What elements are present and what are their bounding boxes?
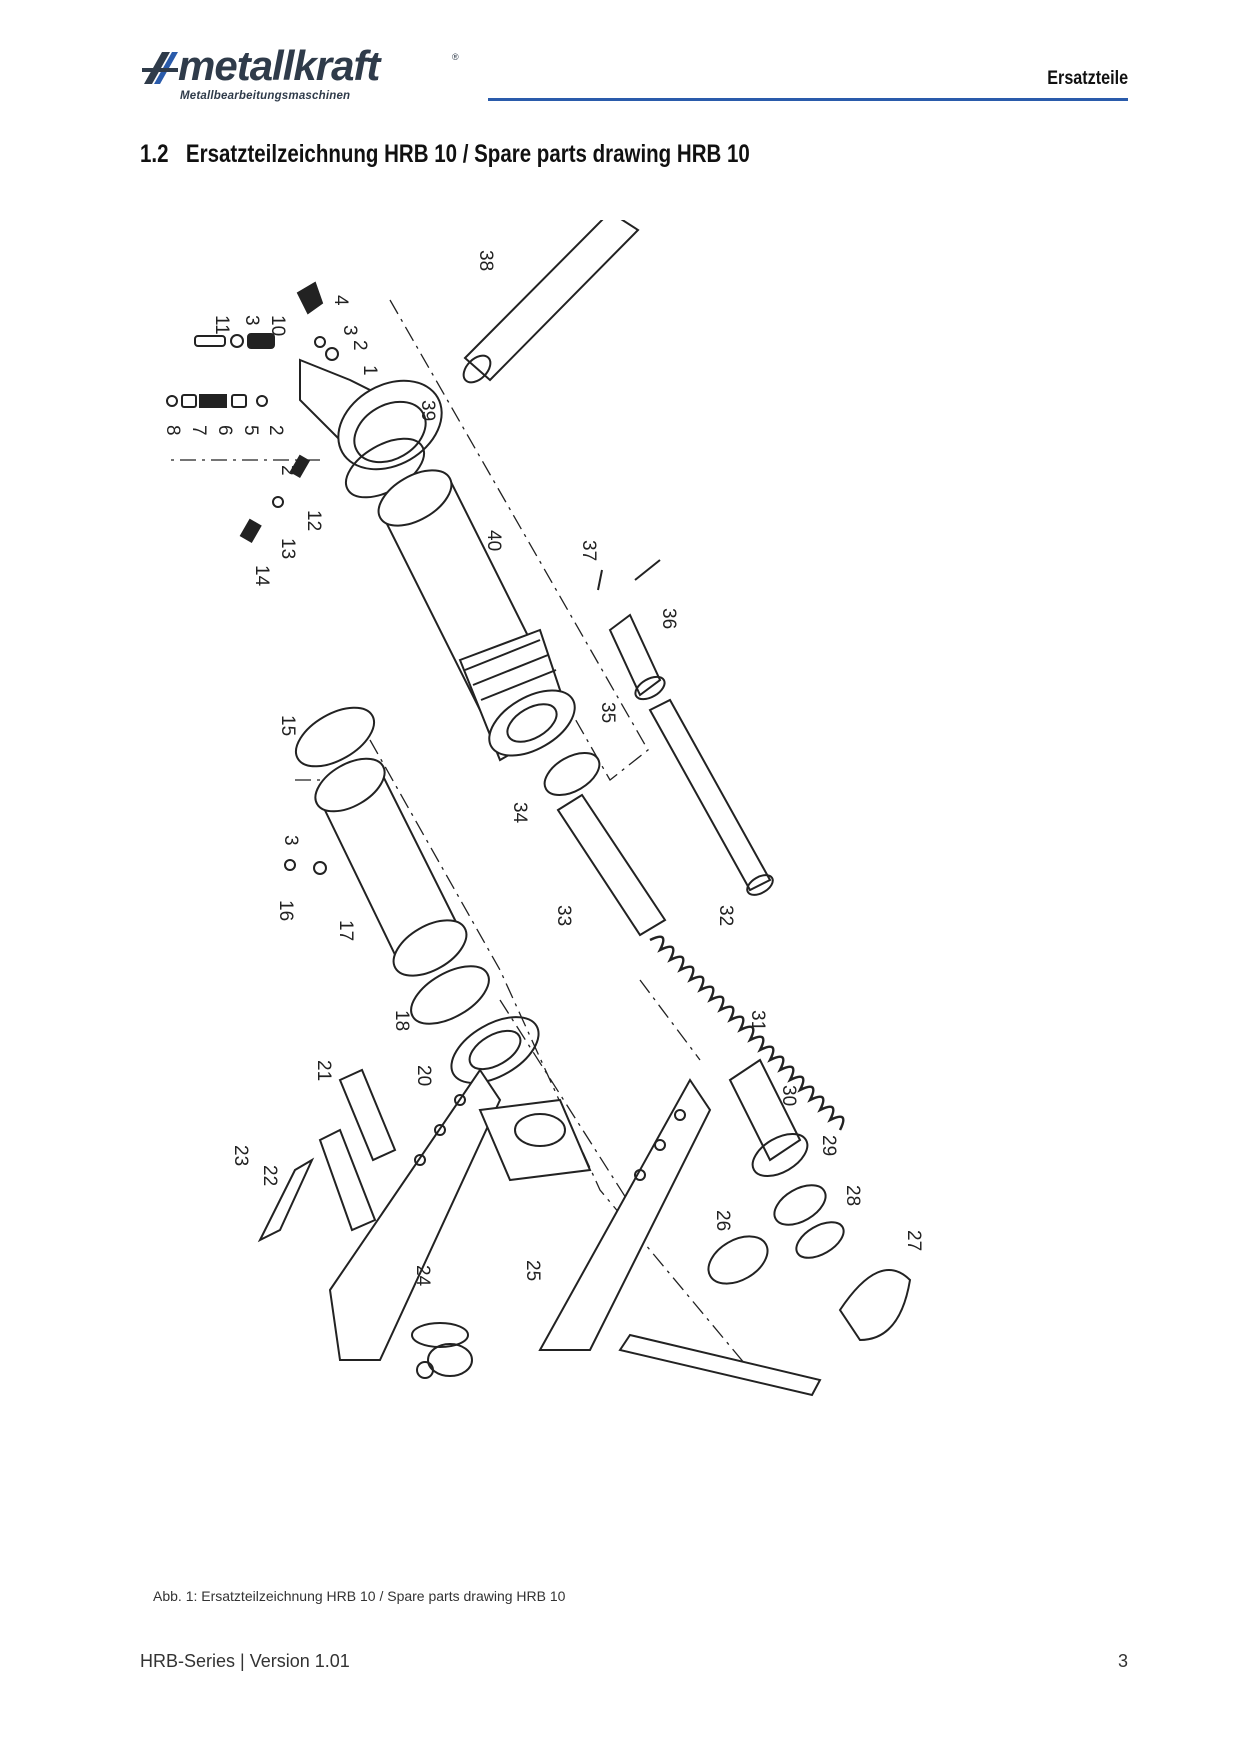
part-label: 8 bbox=[162, 425, 183, 436]
part-28-flange bbox=[795, 1221, 845, 1259]
part-label: 34 bbox=[509, 802, 530, 824]
brand-registered-mark: ® bbox=[452, 52, 459, 62]
part-40-cylinder bbox=[377, 469, 576, 762]
part-31-spring bbox=[649, 935, 845, 1131]
part-label: 39 bbox=[417, 400, 438, 421]
part-number-labels: 11 3 10 4 3 2 1 38 8 7 6 5 2 39 2 12 13 … bbox=[162, 250, 924, 1287]
part-15-ring bbox=[295, 706, 375, 768]
section-label: Ersatzteile bbox=[1047, 68, 1128, 89]
part-27-die bbox=[838, 1269, 912, 1342]
part-21-link bbox=[338, 1068, 397, 1162]
part-23-pin bbox=[257, 1157, 315, 1243]
part-30-bushing bbox=[728, 1058, 809, 1178]
part-35-sleeve bbox=[597, 559, 666, 701]
spare-parts-drawing: 11 3 10 4 3 2 1 38 8 7 6 5 2 39 2 12 13 … bbox=[140, 210, 1080, 1560]
part-1-housing bbox=[299, 358, 443, 471]
part-label: 4 bbox=[330, 295, 351, 306]
part-20-bushing bbox=[450, 1016, 540, 1084]
part-label: 16 bbox=[275, 900, 296, 921]
heading-text: Ersatzteilzeichnung HRB 10 / Spare parts… bbox=[185, 140, 750, 168]
page-number: 3 bbox=[1117, 1651, 1128, 1671]
figure-caption: Abb. 1: Ersatzteilzeichnung HRB 10 / Spa… bbox=[153, 1588, 566, 1604]
brand-logo-mark-icon bbox=[142, 52, 178, 84]
part-18-ring bbox=[410, 965, 490, 1025]
part-label: 35 bbox=[597, 702, 618, 723]
part-label: 21 bbox=[313, 1060, 334, 1081]
part-label: 6 bbox=[214, 425, 235, 436]
part-label: 20 bbox=[413, 1065, 434, 1086]
part-label: 40 bbox=[483, 530, 504, 551]
part-26-ring bbox=[707, 1235, 769, 1285]
part-label: 24 bbox=[412, 1265, 433, 1287]
part-29-washer bbox=[773, 1184, 827, 1226]
page-heading: 1.2 Ersatzteilzeichnung HRB 10 / Spare pa… bbox=[140, 140, 750, 169]
part-label: 31 bbox=[747, 1010, 768, 1031]
part-label: 33 bbox=[553, 905, 574, 926]
part-label: 28 bbox=[842, 1185, 863, 1206]
part-label: 11 bbox=[211, 315, 232, 335]
frame-plates bbox=[328, 1068, 712, 1361]
part-label: 32 bbox=[715, 905, 736, 926]
part-17-cylinder bbox=[284, 757, 468, 977]
part-label: 15 bbox=[277, 715, 298, 736]
part-label: 12 bbox=[303, 510, 324, 531]
part-label: 5 bbox=[240, 425, 261, 436]
part-label: 14 bbox=[251, 565, 272, 587]
part-33-piston-rod bbox=[556, 793, 667, 937]
part-22-link bbox=[318, 1128, 377, 1232]
part-label: 2 bbox=[277, 465, 298, 476]
part-label: 29 bbox=[818, 1135, 839, 1156]
part-label: 23 bbox=[230, 1145, 251, 1166]
brand-subtitle: Metallbearbeitungsmaschinen bbox=[180, 90, 351, 102]
header-divider bbox=[488, 98, 1128, 101]
part-label: 27 bbox=[903, 1230, 924, 1251]
part-label: 18 bbox=[391, 1010, 412, 1031]
part-38-tube bbox=[462, 210, 640, 384]
bottom-shaft bbox=[618, 1333, 822, 1397]
part-label: 25 bbox=[522, 1260, 543, 1281]
heading-number: 1.2 bbox=[140, 140, 169, 168]
part-label: 37 bbox=[578, 540, 599, 561]
part-label: 13 bbox=[277, 538, 298, 559]
brand-logo: metallkraft ® Metallbearbeitungsmaschine… bbox=[140, 42, 470, 106]
part-label: 7 bbox=[188, 425, 209, 436]
part-label: 3 bbox=[339, 325, 360, 336]
part-label: 30 bbox=[778, 1085, 799, 1106]
part-label: 26 bbox=[712, 1210, 733, 1231]
part-24-roller bbox=[411, 1322, 473, 1379]
part-32-rod bbox=[648, 698, 774, 896]
part-label: 2 bbox=[265, 425, 286, 436]
part-label: 17 bbox=[335, 920, 356, 941]
part-label: 1 bbox=[359, 365, 380, 376]
part-label: 3 bbox=[280, 835, 301, 846]
part-label: 2 bbox=[349, 340, 370, 351]
valve-small-parts bbox=[166, 281, 339, 543]
exploded-view-svg: 11 3 10 4 3 2 1 38 8 7 6 5 2 39 2 12 13 … bbox=[162, 210, 924, 1397]
part-label: 36 bbox=[658, 608, 679, 629]
part-label: 3 bbox=[241, 315, 262, 326]
footer-version: HRB-Series | Version 1.01 bbox=[140, 1651, 350, 1671]
part-34-washer bbox=[543, 751, 601, 797]
part-label: 38 bbox=[475, 250, 496, 271]
part-label: 10 bbox=[267, 315, 288, 336]
brand-name: metallkraft bbox=[178, 42, 380, 89]
part-label: 22 bbox=[259, 1165, 280, 1186]
